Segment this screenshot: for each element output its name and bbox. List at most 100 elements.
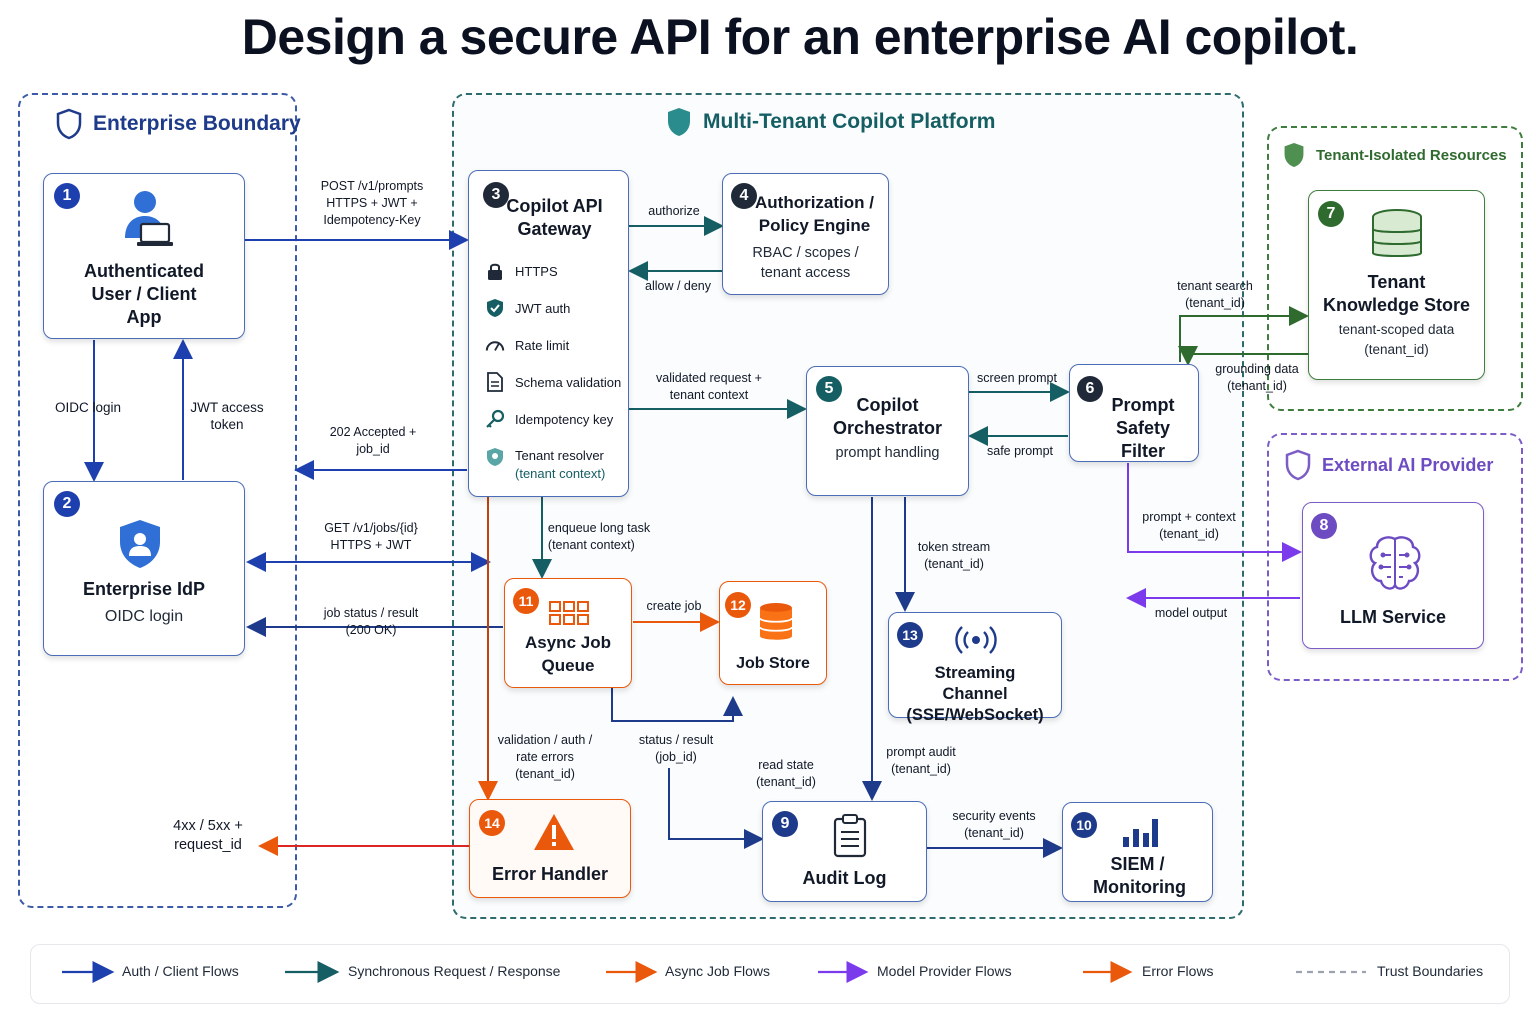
badge-7: 7 — [1318, 201, 1344, 227]
shield-filled-icon — [668, 108, 690, 136]
badge-1: 1 — [54, 183, 80, 209]
badge-3: 3 — [483, 182, 509, 208]
platform-title: Multi-Tenant Copilot Platform — [665, 106, 995, 138]
tenant-resources-zone — [1267, 126, 1523, 411]
feature-schema: Schema validation — [485, 372, 621, 392]
orchestrator-node[interactable]: 5 Copilot Orchestrator prompt handling — [806, 366, 969, 496]
legend-error: Error Flows — [1142, 963, 1214, 979]
legend-async: Async Job Flows — [665, 963, 771, 979]
label-grounding: grounding data (tenant_id) — [1215, 362, 1299, 393]
tenant-shield-icon — [487, 448, 503, 466]
user-title: Authenticated User / Client App — [83, 261, 204, 327]
warning-icon — [534, 814, 574, 850]
siem-title: SIEM / Monitoring — [1093, 854, 1186, 897]
external-provider-title: External AI Provider — [1284, 449, 1493, 481]
tenant-resources-title: Tenant-Isolated Resources — [1282, 141, 1507, 169]
feature-idempotency: Idempotency key — [485, 409, 613, 429]
gauge-icon — [485, 341, 505, 351]
bar-chart-icon — [1123, 819, 1158, 847]
shield-check-icon — [487, 299, 503, 317]
key-icon — [486, 409, 505, 428]
label-error-out: 4xx / 5xx + request_id — [173, 818, 243, 853]
external-provider-label: External AI Provider — [1322, 454, 1494, 475]
shield-user-icon — [120, 520, 160, 568]
clipboard-icon — [833, 814, 867, 858]
orchestrator-title: Copilot Orchestrator — [832, 395, 943, 438]
queue-title: Async Job Queue — [525, 633, 611, 675]
page-title: Design a secure API for an enterprise AI… — [241, 9, 1359, 65]
lock-icon — [488, 263, 502, 280]
badge-9: 9 — [772, 811, 798, 837]
legend-auth: Auth / Client Flows — [122, 963, 239, 979]
badge-12: 12 — [725, 592, 751, 618]
label-oidc-login: OIDC login — [54, 400, 122, 415]
feature-rate-limit: Rate limit — [485, 335, 569, 355]
queue-node[interactable]: 11 Async Job Queue — [504, 578, 632, 688]
label-status-result: status / result (job_id) — [638, 733, 714, 764]
document-icon — [487, 372, 503, 392]
database-icon — [759, 603, 793, 640]
idp-title: Enterprise IdP — [82, 579, 206, 599]
knowledge-node[interactable]: 7 Tenant Knowledge Store tenant-scoped d… — [1308, 190, 1485, 380]
gateway-title: Copilot API Gateway — [506, 196, 603, 239]
stream-node[interactable]: 13 Streaming Channel (SSE/WebSocket) — [888, 612, 1062, 724]
label-screen-prompt: screen prompt — [977, 371, 1057, 385]
external-provider-zone — [1267, 433, 1523, 681]
safety-title: Prompt Safety Filter — [1111, 395, 1175, 461]
authz-node[interactable]: 4 Authorization / Policy Engine RBAC / s… — [722, 173, 889, 295]
badge-14: 14 — [479, 810, 505, 836]
shield-outline-icon — [56, 108, 82, 140]
label-jwt-token: JWT access token — [190, 400, 264, 432]
llm-title: LLM Service — [1339, 607, 1447, 627]
label-get-jobs: GET /v1/jobs/{id} HTTPS + JWT — [324, 521, 418, 552]
platform-label: Multi-Tenant Copilot Platform — [703, 110, 996, 133]
badge-2: 2 — [54, 491, 80, 517]
user-node[interactable]: 1 Authenticated User / Client App — [43, 173, 245, 339]
shield-filled-icon — [1284, 143, 1304, 167]
idp-sub: OIDC login — [104, 608, 184, 625]
label-prompt-audit: prompt audit (tenant_id) — [886, 745, 956, 776]
legend-model: Model Provider Flows — [877, 963, 1012, 979]
safety-node[interactable]: 6 Prompt Safety Filter — [1069, 364, 1199, 462]
authz-sub: RBAC / scopes / tenant access — [752, 245, 859, 281]
label-enqueue: enqueue long task (tenant context) — [547, 521, 651, 552]
label-prompt-context: prompt + context (tenant_id) — [1142, 510, 1236, 541]
error-node[interactable]: 14 Error Handler — [469, 799, 631, 898]
label-read-state: read state (tenant_id) — [756, 758, 816, 789]
label-accepted: 202 Accepted + job_id — [329, 425, 417, 456]
label-token-stream: token stream (tenant_id) — [917, 540, 991, 571]
siem-node[interactable]: 10 SIEM / Monitoring — [1062, 802, 1213, 902]
shield-outline-icon — [1285, 449, 1311, 481]
label-post-prompts: POST /v1/prompts HTTPS + JWT + Idempoten… — [320, 179, 424, 227]
label-tenant-search: tenant search (tenant_id) — [1177, 279, 1253, 310]
audit-node[interactable]: 9 Audit Log — [762, 801, 927, 902]
knowledge-title: Tenant Knowledge Store — [1323, 272, 1471, 315]
label-authorize: authorize — [648, 204, 700, 218]
jobstore-title: Job Store — [736, 655, 810, 672]
user-laptop-icon — [125, 191, 173, 246]
authz-title: Authorization / Policy Engine — [755, 193, 874, 235]
label-security-events: security events (tenant_id) — [952, 809, 1036, 840]
enterprise-boundary-title: Enterprise Boundary — [55, 108, 301, 140]
gateway-node[interactable]: 3 Copilot API Gateway HTTPS JWT auth Rat… — [468, 170, 629, 497]
jobstore-node[interactable]: 12 Job Store — [719, 581, 827, 685]
database-icon — [1372, 209, 1422, 257]
enterprise-boundary-zone — [18, 93, 297, 908]
error-title: Error Handler — [491, 864, 609, 884]
feature-tenant-resolver: Tenant resolver(tenant context) — [485, 447, 605, 483]
idp-node[interactable]: 2 Enterprise IdP OIDC login — [43, 481, 245, 656]
label-validated: validated request + tenant context — [656, 371, 762, 402]
stream-title: Streaming Channel (SSE/WebSocket) — [906, 664, 1044, 724]
llm-node[interactable]: 8 LLM Service — [1302, 502, 1484, 649]
badge-4: 4 — [731, 183, 757, 209]
broadcast-icon — [955, 626, 997, 654]
badge-6: 6 — [1077, 376, 1103, 402]
badge-8: 8 — [1311, 513, 1337, 539]
brain-icon — [1369, 536, 1421, 590]
orchestrator-sub: prompt handling — [835, 445, 940, 461]
legend-sync: Synchronous Request / Response — [348, 963, 561, 979]
badge-13: 13 — [897, 622, 923, 648]
badge-11: 11 — [513, 588, 539, 614]
label-model-output: model output — [1154, 606, 1228, 620]
